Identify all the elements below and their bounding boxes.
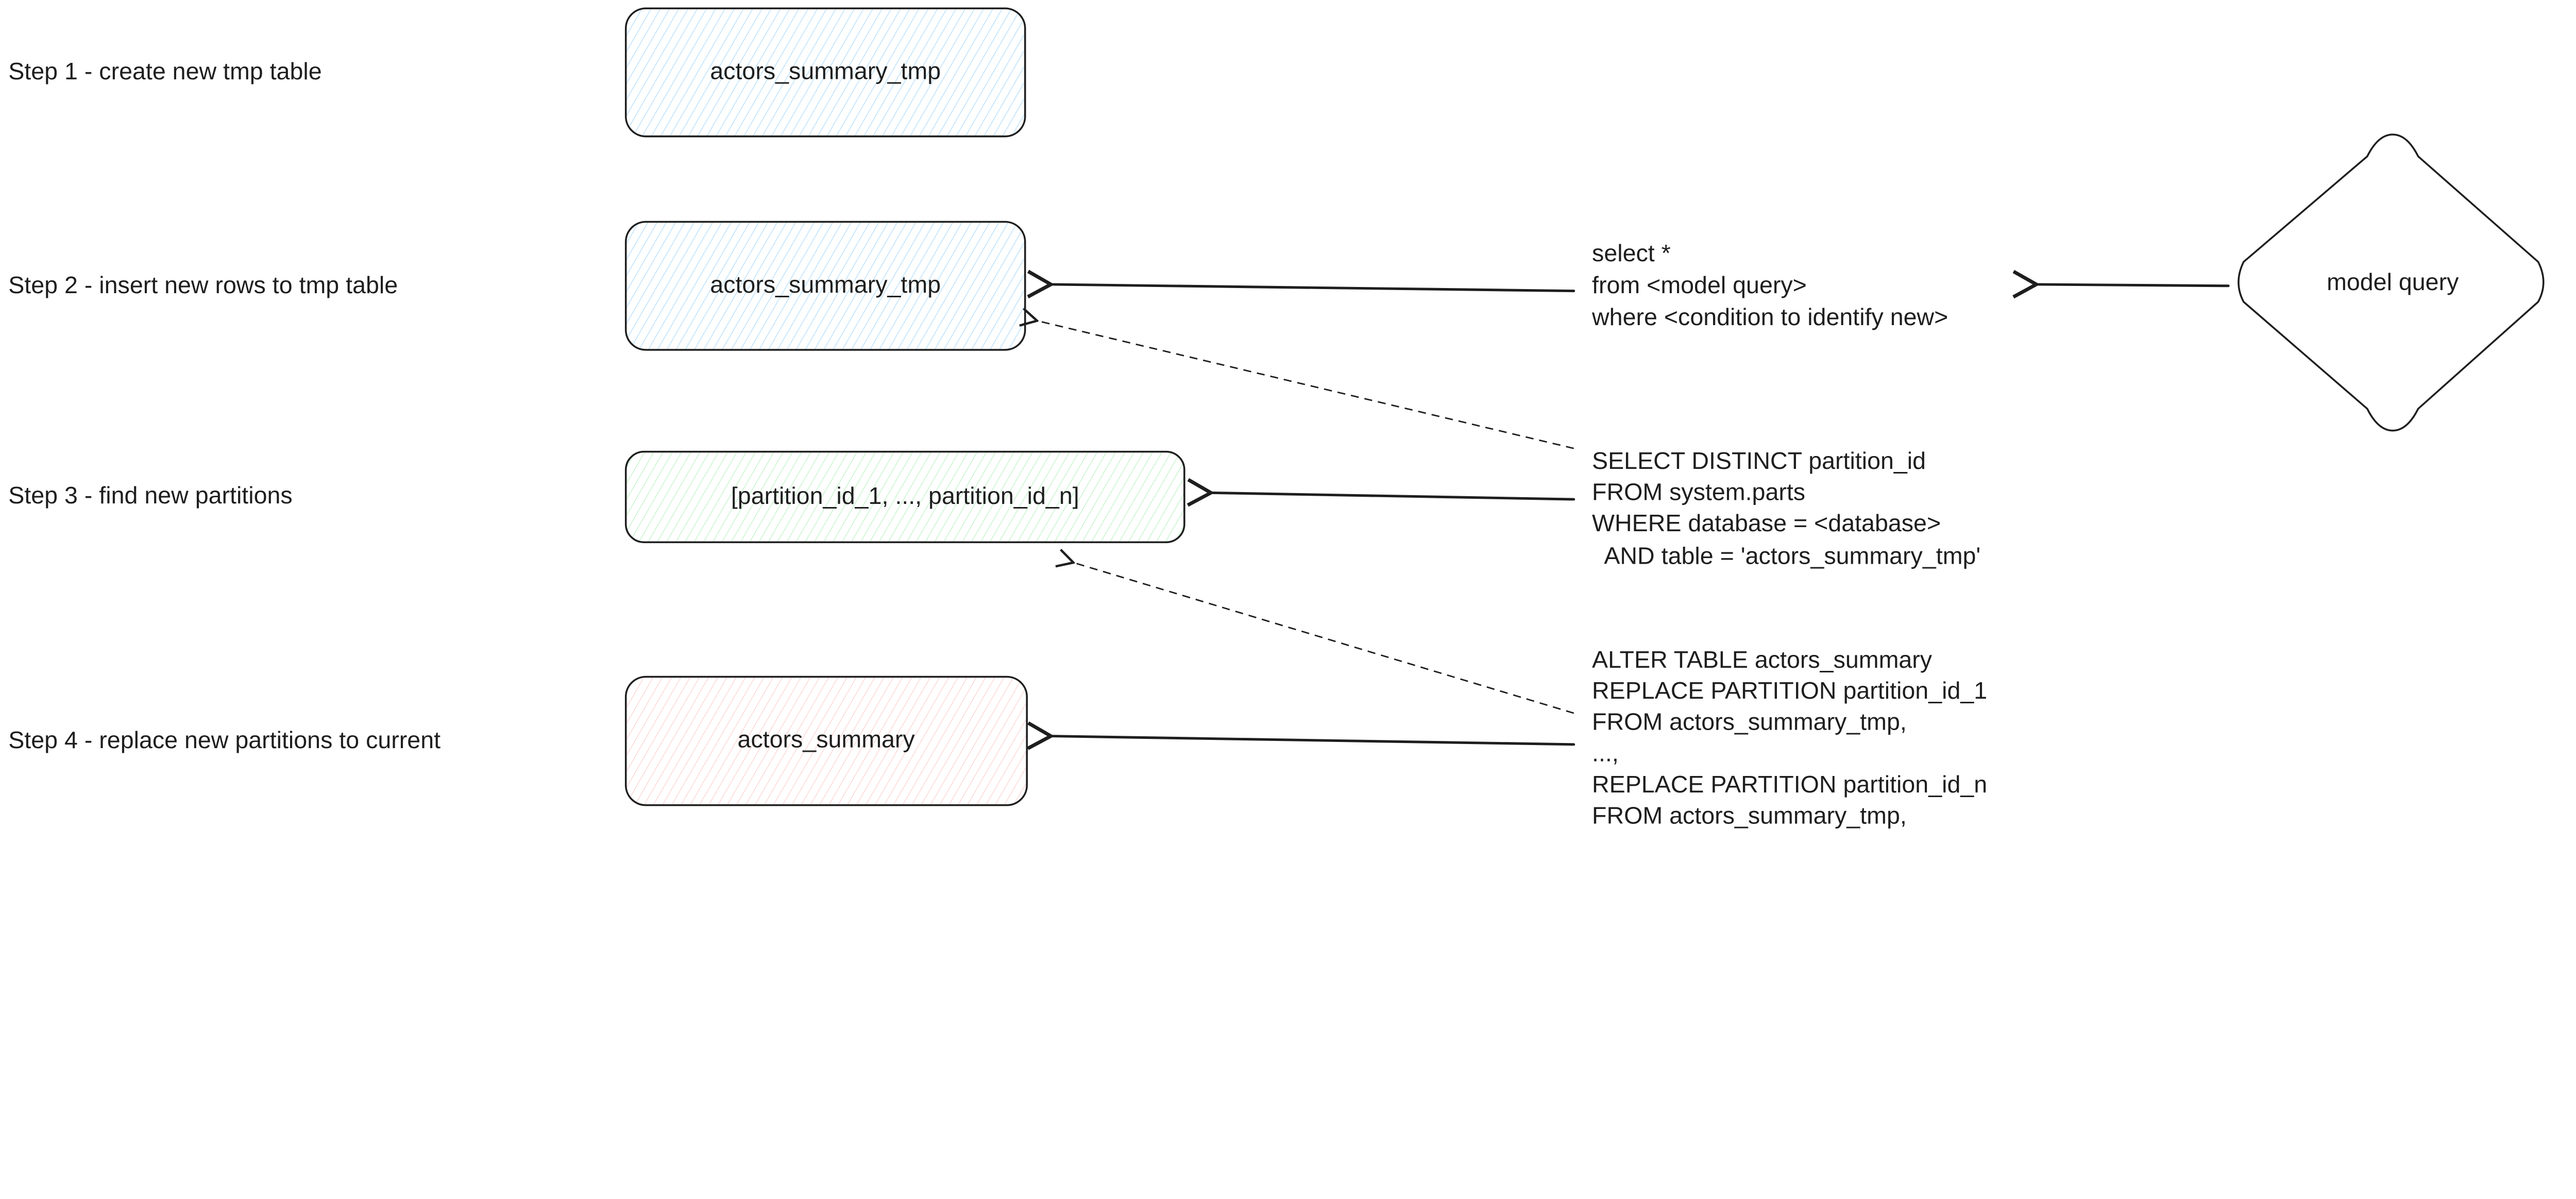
sql-line: ..., <box>1592 739 1619 766</box>
sql-line: FROM actors_summary_tmp, <box>1592 802 1907 829</box>
diagram-canvas: Step 1 - create new tmp table Step 2 - i… <box>8 7 2545 829</box>
replace-query: ALTER TABLE actors_summary REPLACE PARTI… <box>1592 646 1987 829</box>
partitions-label: [partition_id_1, ..., partition_id_n] <box>731 482 1079 509</box>
partitions-box[interactable]: [partition_id_1, ..., partition_id_n] <box>624 450 1185 544</box>
arrow-replace-to-current <box>1051 736 1575 745</box>
model-query-label: model query <box>2327 268 2459 295</box>
tmp-table-label: actors_summary_tmp <box>710 57 941 84</box>
step-3-label: Step 3 - find new partitions <box>8 482 292 509</box>
arrow-insert-to-tmp <box>1051 284 1575 291</box>
current-table-box[interactable]: actors_summary <box>624 676 1028 806</box>
current-table-label: actors_summary <box>737 726 915 753</box>
model-query-diamond[interactable] <box>2238 133 2545 432</box>
sql-line: REPLACE PARTITION partition_id_n <box>1592 771 1987 798</box>
sql-line: ALTER TABLE actors_summary <box>1592 646 1933 673</box>
arrow-model-to-insert <box>2037 284 2230 286</box>
sql-line: from <model query> <box>1592 272 1807 298</box>
insert-query: select * from <model query> where <condi… <box>1591 240 1948 330</box>
dashed-arrow-partitions-to-tmp <box>1037 321 1574 449</box>
sql-line: REPLACE PARTITION partition_id_1 <box>1592 677 1987 704</box>
sql-line: FROM system.parts <box>1592 478 1805 505</box>
sql-line: select * <box>1592 240 1671 266</box>
step-4-label: Step 4 - replace new partitions to curre… <box>8 727 440 753</box>
tmp-table-box-step1[interactable]: actors_summary_tmp <box>624 7 1026 138</box>
arrow-partitions-query-to-list <box>1211 493 1575 499</box>
tmp-table-label: actors_summary_tmp <box>710 271 941 298</box>
sql-line: WHERE database = <database> <box>1592 510 1941 536</box>
partitions-query: SELECT DISTINCT partition_id FROM system… <box>1592 447 1980 569</box>
sql-line: SELECT DISTINCT partition_id <box>1592 447 1926 474</box>
sql-line: AND table = 'actors_summary_tmp' <box>1592 543 1980 569</box>
tmp-table-box-step2[interactable]: actors_summary_tmp <box>624 221 1026 351</box>
step-2-label: Step 2 - insert new rows to tmp table <box>8 272 398 298</box>
sql-line: where <condition to identify new> <box>1591 303 1948 330</box>
dashed-arrow-replace-to-partitions <box>1074 563 1574 714</box>
step-1-label: Step 1 - create new tmp table <box>8 58 321 85</box>
sql-line: FROM actors_summary_tmp, <box>1592 708 1907 735</box>
